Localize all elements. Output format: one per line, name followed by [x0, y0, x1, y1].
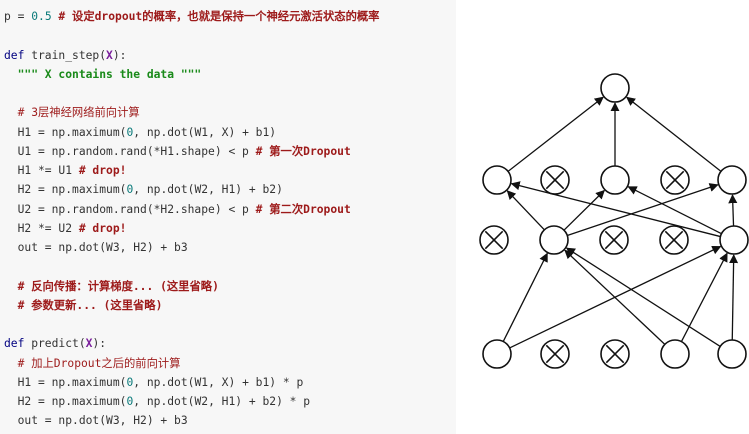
- network-nodes: [479, 73, 749, 369]
- dropped-neuron: [540, 339, 570, 369]
- code-token: def: [4, 48, 25, 62]
- code-token: H2 *= U2: [4, 221, 79, 235]
- code-token: , np.dot(W1, X) + b1): [133, 125, 277, 139]
- code-line: H2 = np.maximum(0, np.dot(W2, H1) + b2): [4, 180, 379, 199]
- neuron: [482, 165, 512, 195]
- neuron: [660, 339, 690, 369]
- dropped-neuron: [600, 339, 630, 369]
- neuron: [600, 73, 630, 103]
- code-token: , np.dot(W2, H1) + b2) * p: [133, 395, 311, 408]
- network-edge: [627, 186, 722, 235]
- code-line: # 3层神经网络前向计算: [4, 103, 379, 122]
- code-token: predict(: [24, 337, 86, 351]
- network-edge: [502, 252, 548, 342]
- network-edges: [502, 96, 739, 349]
- dropped-neuron: [479, 225, 509, 255]
- code-token: ):: [92, 337, 107, 351]
- code-token: # 第一次Dropout: [255, 144, 351, 158]
- network-edge: [567, 183, 719, 237]
- code-token: 0: [126, 183, 134, 197]
- network-edge: [680, 252, 728, 342]
- code-token: # 设定dropout的概率，也就是保持一个神经元激活状态的概率: [51, 10, 380, 23]
- code-line: [4, 84, 379, 103]
- dropout-network-diagram: [479, 73, 749, 369]
- code-token: H2 = np.maximum(: [4, 183, 127, 197]
- code-token: # drop!: [78, 221, 127, 235]
- code-token: U2 = np.random.rand(*H2.shape) < p: [4, 202, 256, 216]
- network-edge: [729, 254, 739, 341]
- code-token: X: [85, 337, 93, 351]
- code-token: H1 *= U1: [4, 164, 79, 177]
- code-line: # 反向传播：计算梯度... (这里省略): [4, 277, 379, 296]
- code-line: H1 = np.maximum(0, np.dot(W1, X) + b1): [4, 123, 379, 142]
- code-token: p =: [4, 10, 32, 23]
- dropped-neuron: [660, 165, 690, 195]
- code-token: 0: [126, 395, 134, 408]
- network-edge: [728, 194, 738, 227]
- dropped-neuron: [659, 225, 689, 255]
- network-edge: [564, 249, 666, 345]
- code-token: , np.dot(W2, H1) + b2): [133, 183, 283, 197]
- network-edge: [506, 190, 545, 231]
- network-edge: [507, 96, 604, 172]
- neuron: [719, 225, 749, 255]
- dropped-neuron: [540, 165, 570, 195]
- code-token: H1 = np.maximum(: [4, 375, 127, 389]
- code-line: U1 = np.random.rand(*H1.shape) < p # 第一次…: [4, 142, 379, 161]
- dropped-neuron: [599, 225, 629, 255]
- code-panel: p = 0.5 # 设定dropout的概率，也就是保持一个神经元激活状态的概率…: [4, 7, 380, 431]
- neuron: [600, 165, 630, 195]
- code-token: 0: [126, 125, 134, 139]
- code-token: out = np.dot(W3, H2) + b3: [4, 241, 188, 254]
- code-line: [4, 257, 379, 276]
- code-token: train_step(: [24, 48, 107, 62]
- code-token: def: [4, 337, 25, 351]
- code-token: H2 = np.maximum(: [4, 395, 127, 408]
- network-edge: [510, 181, 721, 238]
- code-token: # 第二次Dropout: [255, 202, 351, 216]
- neuron: [717, 339, 747, 369]
- code-line: # 加上Dropout之后的前向计算: [4, 354, 379, 373]
- code-line: def predict(X):: [4, 334, 379, 353]
- code-line: out = np.dot(W3, H2) + b3: [4, 238, 379, 257]
- code-line: [4, 26, 379, 45]
- code-token: # drop!: [78, 164, 127, 177]
- code-token: X: [106, 48, 113, 62]
- code-line: p = 0.5 # 设定dropout的概率，也就是保持一个神经元激活状态的概率: [4, 7, 379, 26]
- code-token: ):: [112, 48, 127, 62]
- code-line: [4, 315, 379, 334]
- code-line: # 参数更新... (这里省略): [4, 296, 379, 315]
- neuron: [539, 225, 569, 255]
- code-token: # 参数更新... (这里省略): [4, 298, 163, 312]
- code-token: # 3层神经网络前向计算: [4, 106, 140, 120]
- code-line: """ X contains the data """: [4, 65, 379, 84]
- code-line: H2 *= U2 # drop!: [4, 219, 379, 238]
- code-block: p = 0.5 # 设定dropout的概率，也就是保持一个神经元激活状态的概率…: [4, 7, 379, 431]
- code-token: # 加上Dropout之后的前向计算: [4, 356, 181, 370]
- code-token: , np.dot(W1, X) + b1) * p: [133, 375, 304, 389]
- code-token: 0.5: [31, 10, 52, 23]
- code-line: H1 = np.maximum(0, np.dot(W1, X) + b1) *…: [4, 373, 379, 392]
- code-token: U1 = np.random.rand(*H1.shape) < p: [4, 144, 256, 158]
- code-token: 0: [126, 375, 134, 389]
- network-edge: [626, 96, 722, 172]
- code-line: U2 = np.random.rand(*H2.shape) < p # 第二次…: [4, 200, 379, 219]
- network-edge: [563, 189, 605, 231]
- neuron: [482, 339, 512, 369]
- code-line: H2 = np.maximum(0, np.dot(W2, H1) + b2) …: [4, 392, 379, 411]
- code-token: """ X contains the data """: [4, 67, 202, 81]
- code-token: out = np.dot(W3, H2) + b3: [4, 414, 188, 428]
- code-line: out = np.dot(W3, H2) + b3: [4, 411, 379, 430]
- code-line: def train_step(X):: [4, 46, 379, 65]
- code-token: # 反向传播：计算梯度... (这里省略): [4, 279, 219, 293]
- neuron: [717, 165, 747, 195]
- network-edge: [565, 247, 721, 347]
- code-token: H1 = np.maximum(: [4, 125, 127, 139]
- code-line: H1 *= U1 # drop!: [4, 161, 379, 180]
